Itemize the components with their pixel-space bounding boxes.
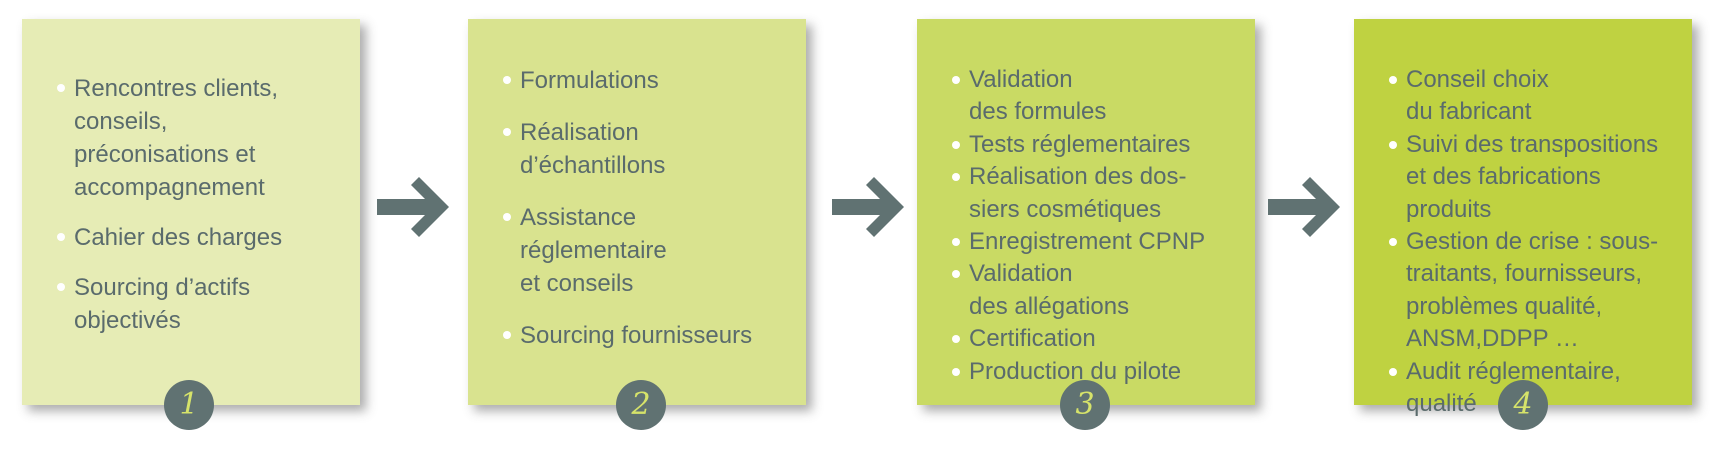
step-2-number-badge: 2 bbox=[616, 380, 666, 430]
step-1-number-badge: 1 bbox=[164, 380, 214, 430]
list-item: Rencontres clients, conseils, préconisat… bbox=[57, 72, 350, 204]
step-2-box: Formulations Réalisation d’échantillons … bbox=[468, 19, 806, 405]
list-item: Cahier des charges bbox=[57, 221, 350, 254]
step-3-list: Validation des formules Tests réglementa… bbox=[917, 64, 1245, 388]
list-item: Tests réglementaires bbox=[952, 129, 1245, 161]
list-item: Validation des allégations bbox=[952, 258, 1245, 323]
right-arrow-icon bbox=[377, 177, 449, 237]
list-item: Réalisation d’échantillons bbox=[503, 116, 796, 182]
step-1-box: Rencontres clients, conseils, préconisat… bbox=[22, 19, 360, 405]
list-item: Conseil choix du fabricant bbox=[1389, 64, 1682, 129]
step-3-box: Validation des formules Tests réglementa… bbox=[917, 19, 1255, 405]
step-2-list: Formulations Réalisation d’échantillons … bbox=[468, 64, 796, 371]
right-arrow-icon bbox=[832, 177, 904, 237]
step-4-number-badge: 4 bbox=[1498, 380, 1548, 430]
list-item: Assistance réglementaire et conseils bbox=[503, 201, 796, 300]
step-4-box: Conseil choix du fabricant Suivi des tra… bbox=[1354, 19, 1692, 417]
list-item: Certification bbox=[952, 323, 1245, 355]
list-item: Audit réglementaire, qualité bbox=[1389, 356, 1682, 421]
list-item: Réalisation des dos- siers cosmétiques bbox=[952, 161, 1245, 226]
step-3-number-badge: 3 bbox=[1060, 380, 1110, 430]
list-item: Formulations bbox=[503, 64, 796, 97]
step-4-list: Conseil choix du fabricant Suivi des tra… bbox=[1354, 64, 1682, 420]
step-1-list: Rencontres clients, conseils, préconisat… bbox=[22, 72, 350, 354]
list-item: Suivi des transpositions et des fabricat… bbox=[1389, 129, 1682, 226]
right-arrow-icon bbox=[1268, 177, 1340, 237]
list-item: Sourcing fournisseurs bbox=[503, 319, 796, 352]
list-item: Sourcing d’actifs objectivés bbox=[57, 271, 350, 337]
list-item: Validation des formules bbox=[952, 64, 1245, 129]
list-item: Production du pilote bbox=[952, 356, 1245, 388]
list-item: Enregistrement CPNP bbox=[952, 226, 1245, 258]
list-item: Gestion de crise : sous- traitants, four… bbox=[1389, 226, 1682, 356]
